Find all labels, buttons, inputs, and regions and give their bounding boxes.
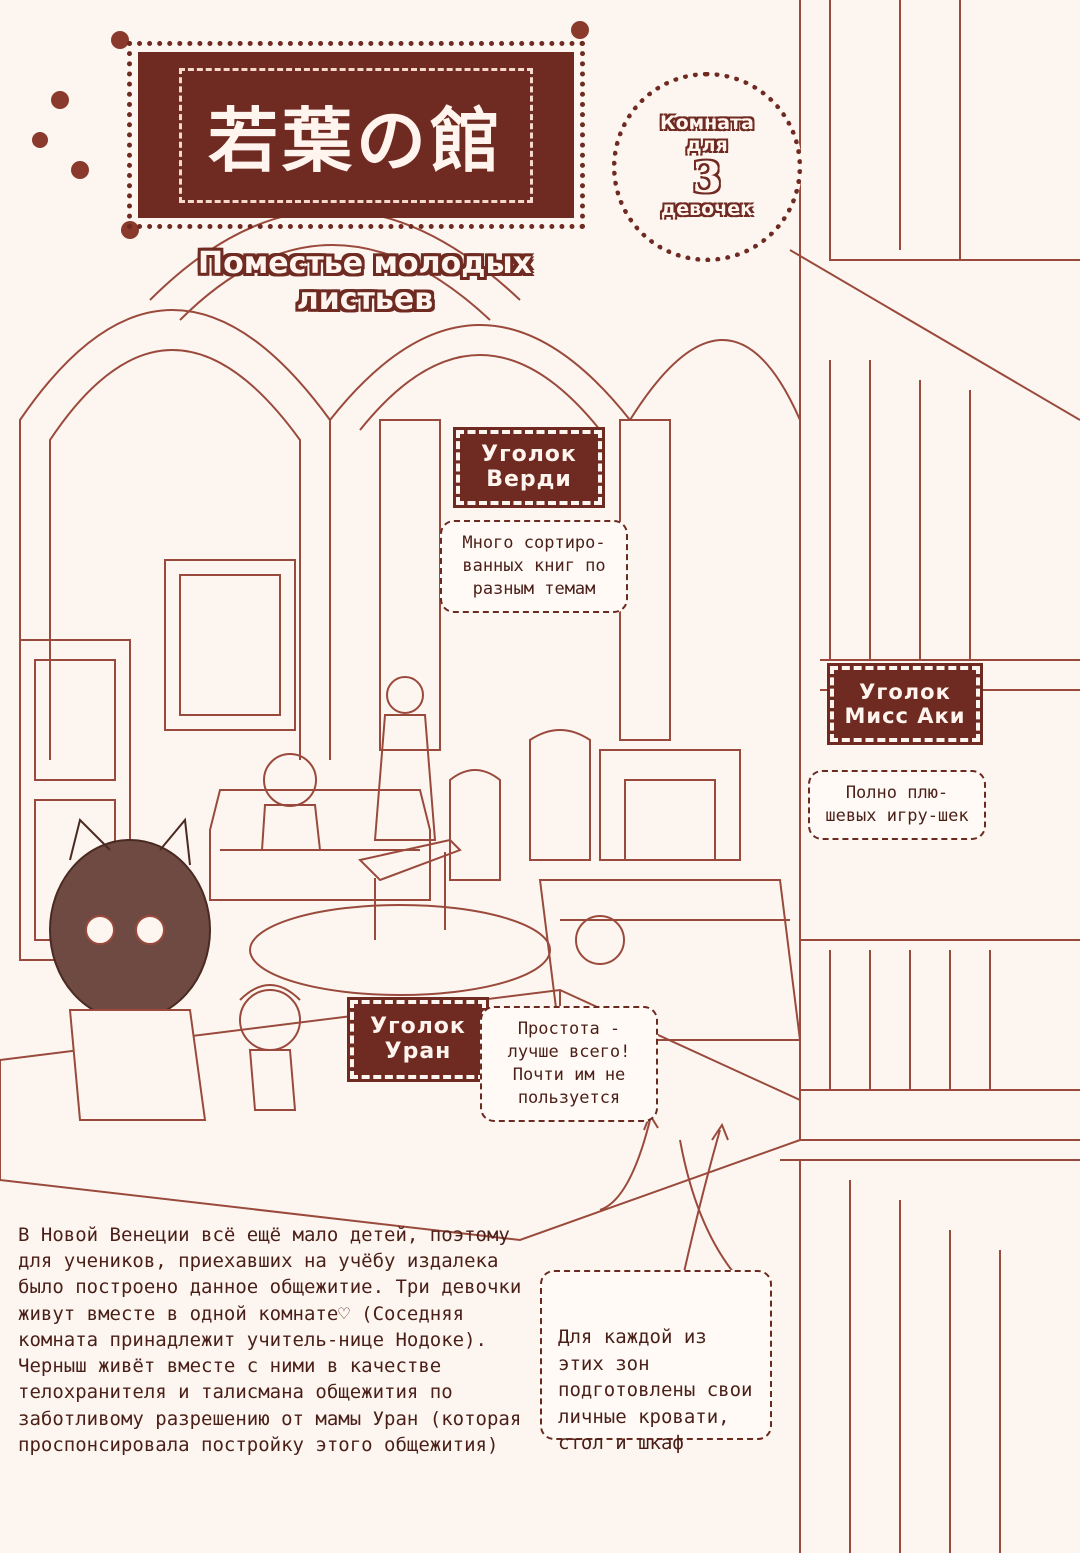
fireplace <box>599 749 741 861</box>
table <box>358 838 462 940</box>
title-plaque: 若葉の館 <box>127 41 585 229</box>
cat-character <box>49 817 211 1121</box>
girl-on-sofa <box>260 753 322 851</box>
label-uran-corner: Уголок Уран <box>347 997 489 1082</box>
room-badge: Комната для 3 девочек <box>612 72 802 262</box>
note-zones: Для каждой из этих зон подготовлены свои… <box>540 1270 772 1454</box>
note-verdi: Много сортиро-ванных книг по разным тема… <box>440 520 628 613</box>
japanese-title: 若葉の館 <box>179 67 533 203</box>
arch-middle <box>329 324 631 421</box>
room-badge-line1: Комната <box>660 112 754 135</box>
subtitle: Поместье молодых листьев <box>198 246 532 317</box>
arch-right <box>629 339 801 421</box>
description-paragraph: В Новой Венеции всё ещё мало детей, поэт… <box>18 1224 522 1351</box>
room-number: 3 <box>692 152 722 202</box>
label-verdi-corner: Уголок Верди <box>453 427 605 508</box>
mirror <box>164 559 296 731</box>
description-text: В Новой Венеции всё ещё мало детей, поэт… <box>18 1222 538 1458</box>
arrow-1 <box>599 1119 651 1211</box>
note-miss-aki: Полно плю-шевых игру-шек <box>808 770 986 840</box>
label-miss-aki-corner: Уголок Мисс Аки <box>827 662 983 746</box>
arch-left <box>19 309 331 760</box>
room-badge-line3: девочек <box>660 197 754 220</box>
bed <box>538 879 802 1041</box>
floor-edge <box>0 988 801 1140</box>
room-badge-line2: для <box>686 134 728 157</box>
sofa <box>209 789 431 901</box>
girl-aki-in-bed <box>575 915 625 965</box>
arrow-2 <box>679 1129 721 1291</box>
note-uran: Простота - лучше всего! Почти им не поль… <box>480 1006 658 1122</box>
girl-verdi <box>373 676 437 841</box>
girl-uran <box>239 984 301 1111</box>
description-paragraph: Черныш живёт вместе с ними в качестве те… <box>18 1355 522 1456</box>
rug <box>249 904 551 996</box>
